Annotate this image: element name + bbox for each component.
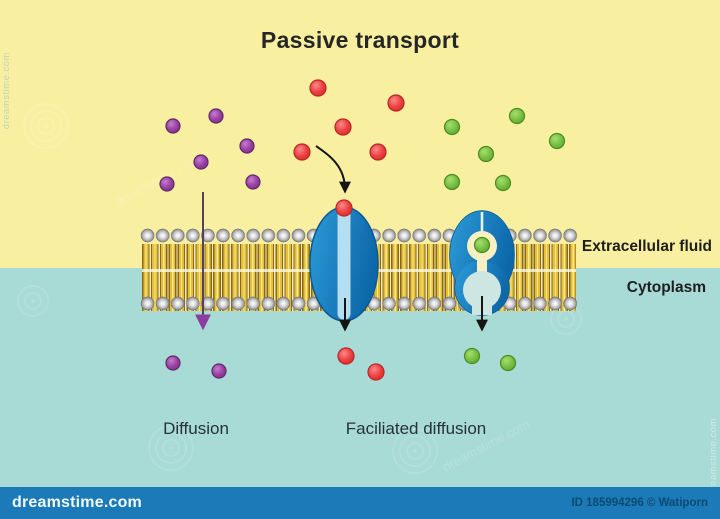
diagram-overlay [159, 79, 566, 381]
green-solute [548, 132, 566, 150]
purple-solute [193, 154, 209, 170]
channel-entry-arrow [315, 145, 351, 194]
facilitated-diffusion-label: Faciliated diffusion [345, 419, 487, 438]
extracellular-label: Extracellular fluid [581, 238, 712, 255]
diffusion-label: Diffusion [163, 419, 229, 438]
watermark-spiral [12, 280, 54, 322]
green-solute [443, 118, 461, 136]
green-solute [477, 145, 495, 163]
diagram-title: Passive transport [260, 27, 460, 53]
carrier-slit [480, 212, 484, 236]
green-solute [508, 107, 526, 125]
image-id-credit: ID 185994296 © Watiporn [571, 497, 708, 509]
purple-solute [245, 174, 261, 190]
stock-footer-bar: dreamstime.com ID 185994296 © Watiporn [0, 487, 720, 519]
watermark-spiral [18, 98, 74, 154]
red-solute [293, 143, 311, 161]
green-solute [473, 236, 491, 254]
purple-solute [159, 176, 175, 192]
red-solute [334, 118, 352, 136]
red-solute [335, 199, 353, 217]
purple-solute [211, 363, 227, 379]
watermark-spiral [148, 425, 194, 471]
carrier-neck [477, 252, 487, 274]
purple-solute [165, 118, 181, 134]
green-solute [443, 173, 461, 191]
watermark-spiral [392, 428, 438, 474]
purple-solute [165, 355, 181, 371]
green-solute [494, 174, 512, 192]
channel-protein [309, 206, 379, 322]
purple-solute [208, 108, 224, 124]
red-solute [369, 143, 387, 161]
carrier-protein [449, 210, 515, 316]
red-solute [387, 94, 405, 112]
red-solute [337, 347, 355, 365]
green-solute [463, 347, 481, 365]
molecules-layer [159, 79, 566, 381]
cytoplasm-label: Cytoplasm [626, 279, 706, 296]
purple-solute [239, 138, 255, 154]
arrows-layer [195, 145, 488, 332]
green-solute [499, 354, 517, 372]
red-solute [309, 79, 327, 97]
red-solute [367, 363, 385, 381]
dreamstime-logo: dreamstime.com [12, 494, 142, 511]
